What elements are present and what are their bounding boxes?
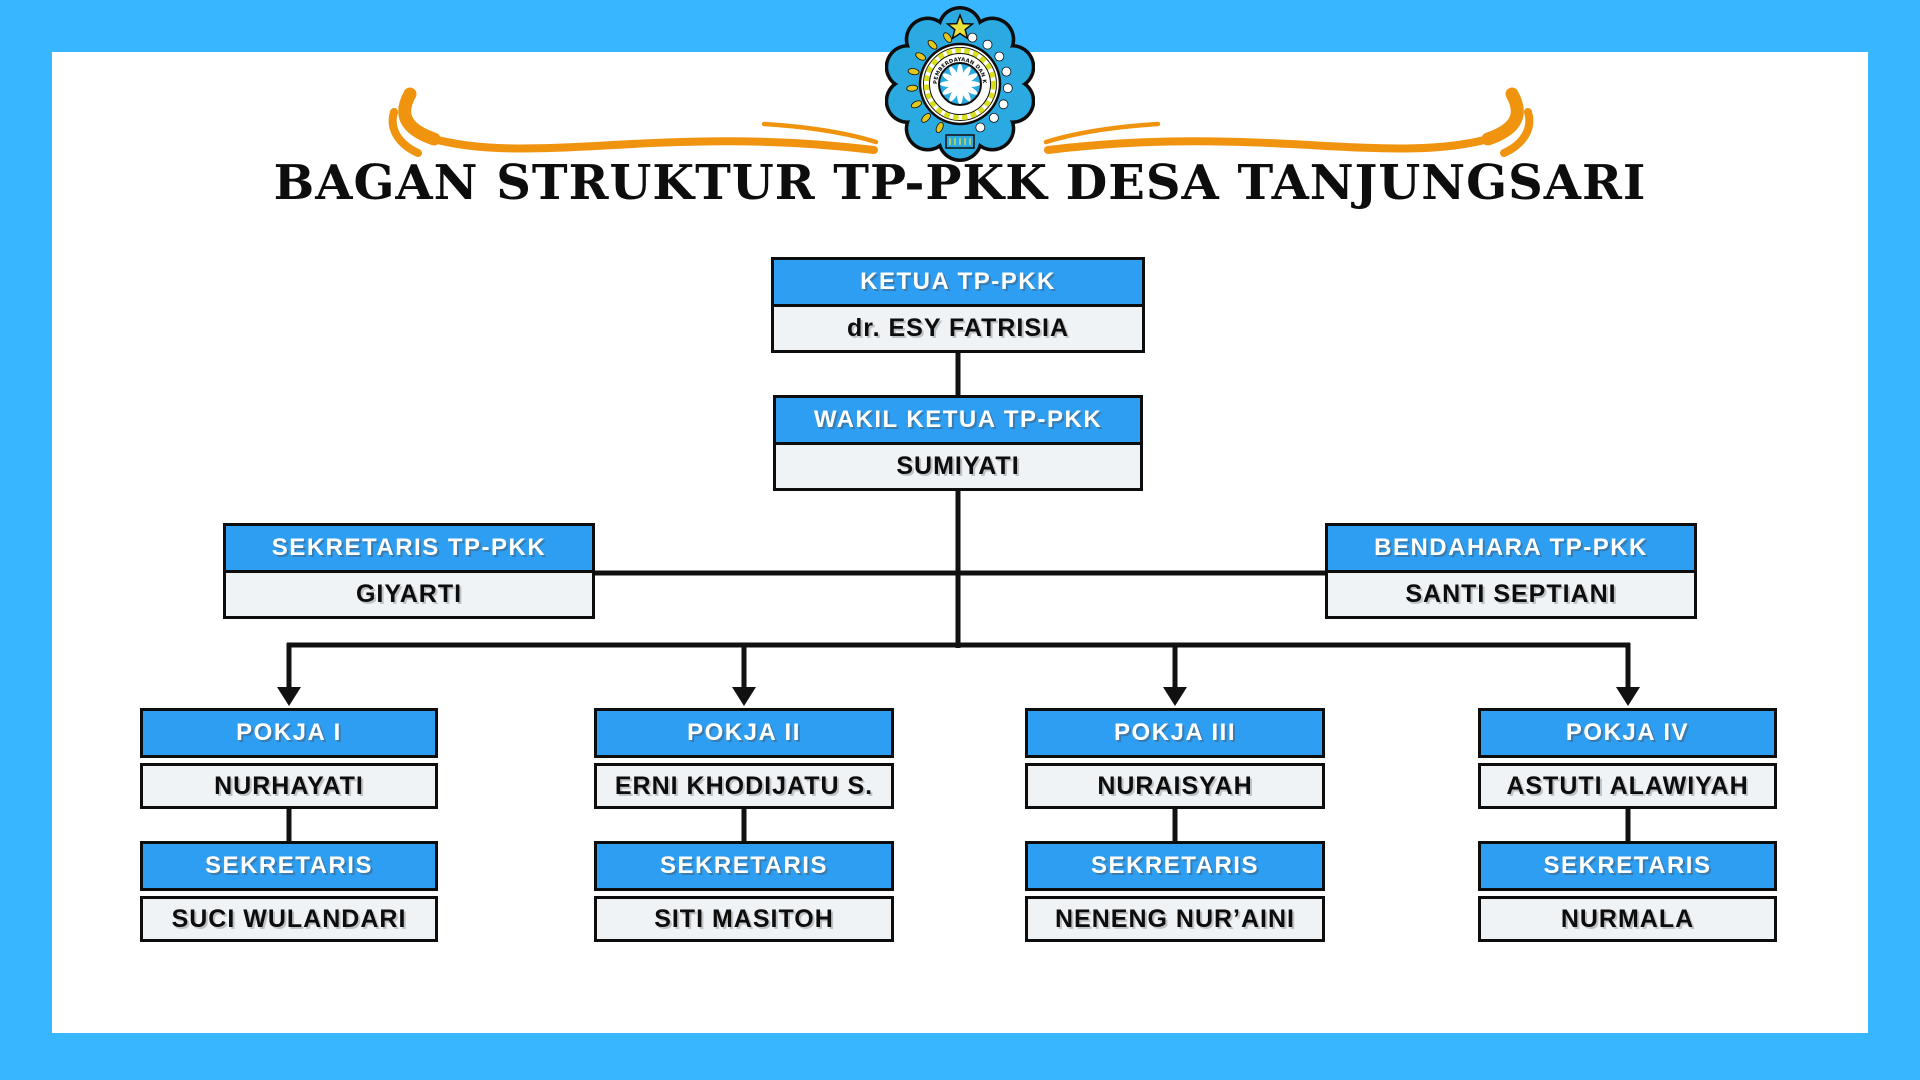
unit-pokja-1: POKJA I NURHAYATI [140,708,438,809]
pokja-3-sekretaris-name: NENENG NUR’AINI [1025,896,1325,942]
wakil-ketua-title: WAKIL KETUA TP-PKK [773,395,1143,445]
pokja-1-sekretaris-name: SUCI WULANDARI [140,896,438,942]
unit-sekretaris-tp-pkk: SEKRETARIS TP-PKK GIYARTI [223,523,595,619]
bendahara-title: BENDAHARA TP-PKK [1325,523,1697,573]
pokja-2-title: POKJA II [594,708,894,758]
pokja-1-name: NURHAYATI [140,763,438,809]
unit-ketua: KETUA TP-PKK dr. ESY FATRISIA [771,257,1145,353]
pokja-2-sekretaris-name: SITI MASITOH [594,896,894,942]
ribbon-icon [945,134,975,149]
cotton-icon [967,32,1013,133]
unit-pokja-2: POKJA II ERNI KHODIJATU S. [594,708,894,809]
pokja-1-title: POKJA I [140,708,438,758]
star-icon [945,12,975,41]
unit-pokja-4-sekretaris: SEKRETARIS NURMALA [1478,841,1777,942]
pokja-3-sekretaris-title: SEKRETARIS [1025,841,1325,891]
pokja-4-name: ASTUTI ALAWIYAH [1478,763,1777,809]
pokja-4-sekretaris-title: SEKRETARIS [1478,841,1777,891]
unit-pokja-2-sekretaris: SEKRETARIS SITI MASITOH [594,841,894,942]
bendahara-name: SANTI SEPTIANI [1325,570,1697,619]
unit-bendahara: BENDAHARA TP-PKK SANTI SEPTIANI [1325,523,1697,619]
pokja-3-name: NURAISYAH [1025,763,1325,809]
swoosh-right-icon [1043,87,1534,157]
page-title: BAGAN STRUKTUR TP-PKK DESA TANJUNGSARI [273,155,1647,211]
pokja-3-title: POKJA III [1025,708,1325,758]
sekretaris-tp-pkk-title: SEKRETARIS TP-PKK [223,523,595,573]
ketua-title: KETUA TP-PKK [771,257,1145,307]
pokja-2-sekretaris-title: SEKRETARIS [594,841,894,891]
unit-pokja-4: POKJA IV ASTUTI ALAWIYAH [1478,708,1777,809]
wakil-ketua-name: SUMIYATI [773,442,1143,491]
pokja-1-sekretaris-title: SEKRETARIS [140,841,438,891]
sekretaris-tp-pkk-name: GIYARTI [223,570,595,619]
pkk-emblem-icon: PEMBERDAYAAN DAN KESEJAHTERAAN KELUARGA … [885,4,1035,162]
unit-pokja-1-sekretaris: SEKRETARIS SUCI WULANDARI [140,841,438,942]
pokja-4-sekretaris-name: NURMALA [1478,896,1777,942]
ketua-name: dr. ESY FATRISIA [771,304,1145,353]
pokja-4-title: POKJA IV [1478,708,1777,758]
unit-pokja-3-sekretaris: SEKRETARIS NENENG NUR’AINI [1025,841,1325,942]
unit-wakil-ketua: WAKIL KETUA TP-PKK SUMIYATI [773,395,1143,491]
unit-pokja-3: POKJA III NURAISYAH [1025,708,1325,809]
wheat-icon [906,32,952,134]
pokja-2-name: ERNI KHODIJATU S. [594,763,894,809]
swoosh-left-icon [388,87,879,157]
flower-icon [940,64,980,104]
